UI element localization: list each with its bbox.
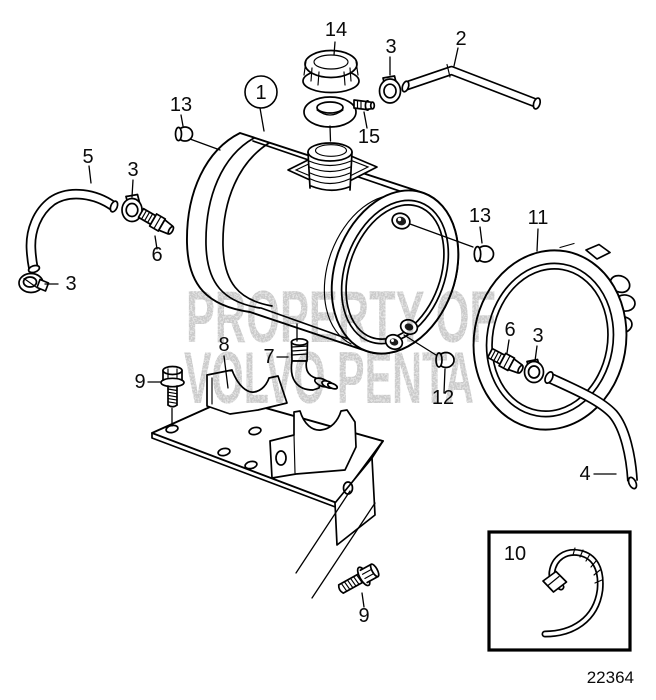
- drain-hose-left: [25, 188, 119, 274]
- callout-plug-left: 13: [170, 94, 192, 116]
- callout-circle-1: [244, 75, 278, 109]
- cable-clip: [541, 547, 604, 638]
- callout-clamp-top: 3: [385, 36, 396, 58]
- svg-text:VOLVO PENTA: VOLVO PENTA: [184, 338, 474, 419]
- grommet: [435, 351, 455, 369]
- callout-nipple-right: 6: [504, 319, 515, 341]
- drain-hose-right: [544, 371, 638, 490]
- leader-lines: [44, 41, 617, 608]
- callout-clamp-right: 3: [532, 325, 543, 347]
- callout-hose-top: 2: [455, 28, 466, 50]
- callout-grommet: 12: [432, 387, 454, 409]
- flange-bolt-bottom: [337, 563, 380, 594]
- nipple-fitting-left: [137, 207, 175, 235]
- callout-nipple-left: 6: [151, 244, 162, 266]
- callout-cable-clip: 10: [504, 543, 526, 565]
- mounting-bracket: [151, 369, 384, 546]
- svg-text:VOLVO PENTA: VOLVO PENTA: [184, 338, 474, 419]
- flange-bolt-left: [160, 365, 185, 427]
- drawing-number: 22364: [587, 668, 634, 687]
- callout-bolt-left: 9: [134, 371, 145, 393]
- filler-neck: [287, 142, 378, 193]
- callout-plug-right: 13: [469, 205, 491, 227]
- property-watermark: PROPERTY OF PROPERTY OF VOLVO PENTA VOLV…: [184, 277, 496, 419]
- callout-sealing-ring: 15: [358, 126, 380, 148]
- hose-clamp-top: [378, 75, 402, 104]
- callout-clamp-bottom-left: 3: [65, 273, 76, 295]
- svg-text:PROPERTY OF: PROPERTY OF: [186, 277, 496, 358]
- callout-bolt-bottom: 9: [358, 605, 369, 627]
- callout-elbow: 7: [263, 346, 274, 368]
- hose-clamp-left: [121, 193, 143, 223]
- svg-text:PROPERTY OF: PROPERTY OF: [186, 277, 496, 358]
- callout-clamp-left: 3: [127, 159, 138, 181]
- callout-hose-right: 4: [579, 463, 590, 485]
- plug-right: [473, 245, 495, 263]
- callout-tank: 1: [255, 82, 266, 104]
- nipple-fitting-right: [486, 347, 524, 374]
- callout-filler-cap: 14: [325, 19, 347, 41]
- cable-clip-box: [487, 530, 632, 652]
- elbow-fitting: [290, 337, 339, 391]
- filler-cap: [302, 49, 360, 94]
- plug-left: [174, 126, 221, 151]
- callout-bracket: 8: [218, 334, 229, 356]
- expansion-tank: [186, 132, 460, 355]
- clamp-ring: [472, 242, 636, 431]
- callouts: 1 2 3 14 15 13 5 3 6 3 13 11 6 3 12 4 7 …: [65, 19, 590, 627]
- vent-hose-top: [401, 63, 542, 110]
- callout-clamp-ring: 11: [528, 207, 549, 229]
- hose-clamp-bottom-left: [18, 272, 50, 294]
- callout-hose-left: 5: [82, 146, 93, 168]
- hose-clamp-right: [523, 358, 545, 384]
- tank-inner-boss-top: [391, 212, 411, 230]
- sealing-ring: [303, 96, 376, 142]
- tank-inner-boss-lower: [384, 318, 419, 351]
